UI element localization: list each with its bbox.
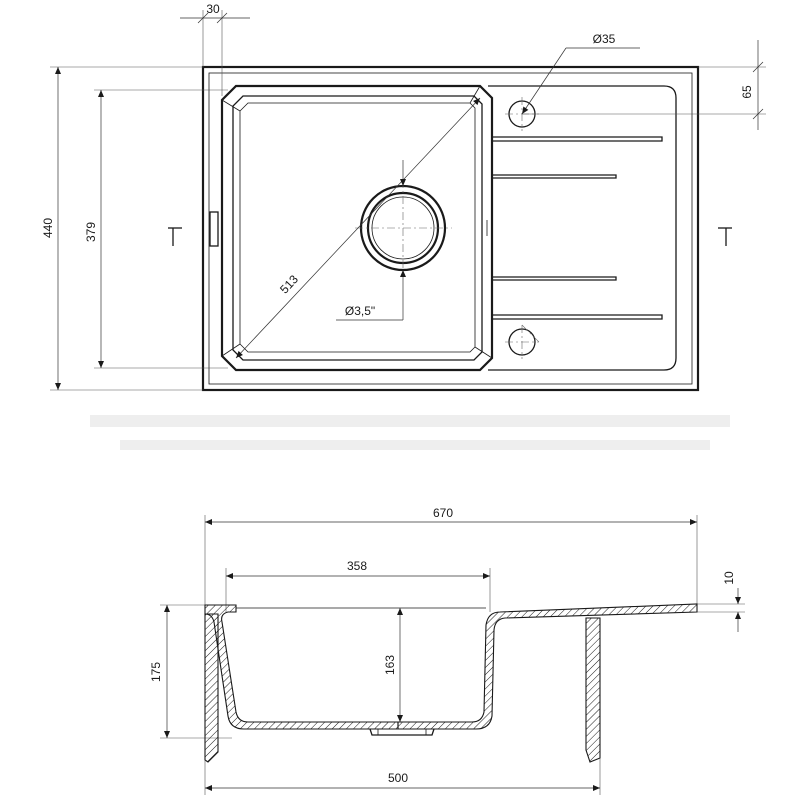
watermark-ghost — [90, 415, 730, 450]
drainboard-ribs — [492, 136, 663, 320]
dim-bowl-width-label: 358 — [347, 559, 367, 573]
section-cut-marks — [168, 227, 732, 246]
overflow-slot — [209, 211, 219, 247]
dim-bowl-width: 358 — [225, 559, 491, 612]
dim-overflow-diameter: Ø35 — [521, 32, 640, 115]
dim-edge-offset-label: 30 — [206, 2, 220, 16]
dim-cabinet-width: 500 — [204, 758, 601, 795]
dim-total-width-label: 670 — [433, 506, 453, 520]
dim-rim-thickness-label: 10 — [722, 571, 736, 585]
dim-drain-size: Ø3,5" — [336, 160, 406, 321]
cabinet-walls — [204, 613, 601, 763]
dim-overflow-offset: 65 — [522, 40, 766, 130]
section-view: 670 358 10 175 — [149, 506, 745, 795]
dim-total-height: 175 — [149, 604, 232, 739]
dim-bowl-diagonal: 513 — [235, 97, 481, 359]
dim-total-width: 670 — [204, 506, 698, 608]
sink-rim-outline — [208, 72, 693, 385]
drain-hole — [355, 180, 452, 276]
dim-drain-size-label: Ø3,5" — [345, 304, 375, 318]
dim-total-depth: 440 — [41, 66, 203, 391]
sink-section-profile — [204, 603, 698, 736]
drainboard-outline — [488, 85, 677, 371]
dim-edge-offset: 30 — [180, 2, 250, 96]
tap-hole-bottom — [505, 324, 540, 359]
dim-rim-thickness: 10 — [697, 571, 745, 632]
sink-outer-outline — [201, 65, 700, 392]
dim-bowl-depth: 379 — [84, 89, 228, 369]
dim-bowl-height-label: 163 — [383, 655, 397, 675]
top-view: 30 Ø35 65 440 379 — [41, 2, 766, 450]
dim-bowl-height: 163 — [383, 608, 403, 722]
dim-bowl-depth-label: 379 — [84, 222, 98, 242]
dim-overflow-offset-label: 65 — [740, 85, 754, 99]
dim-total-depth-label: 440 — [41, 218, 55, 238]
dim-cabinet-width-label: 500 — [388, 771, 408, 785]
sink-bowl — [209, 84, 494, 372]
dim-overflow-diameter-label: Ø35 — [593, 32, 616, 46]
dim-total-height-label: 175 — [149, 662, 163, 682]
